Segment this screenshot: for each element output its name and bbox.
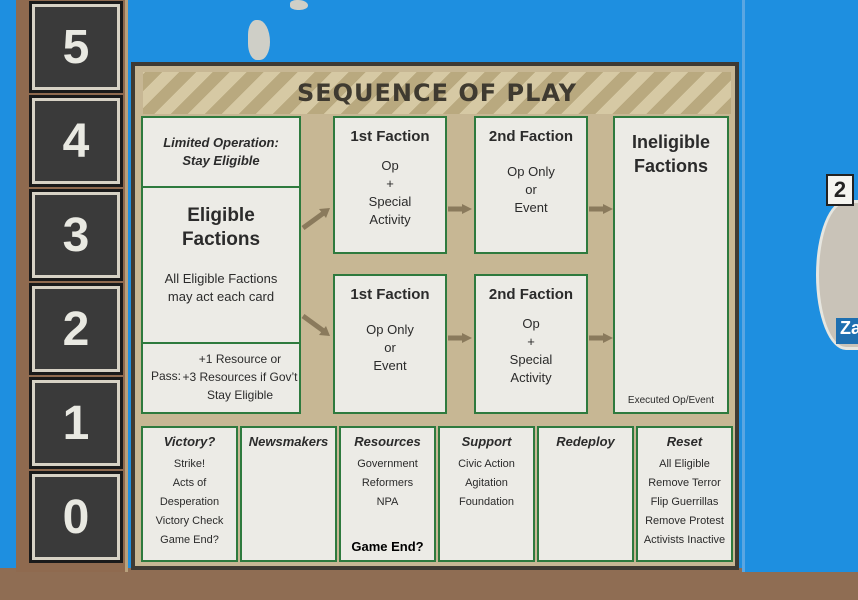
track-box-4[interactable]: 4 [29, 95, 123, 187]
second-faction-box-a[interactable]: 2nd Faction Op Only or Event [474, 116, 588, 254]
phase-reset-title: Reset [666, 434, 703, 449]
arrow-right-icon [589, 330, 613, 343]
first-faction-box-b[interactable]: 1st Faction Op Only or Event [333, 274, 447, 414]
track-number: 1 [62, 396, 90, 450]
track-box-0[interactable]: 0 [29, 471, 123, 563]
phase-item: Game End? [160, 534, 219, 546]
track-number: 2 [62, 302, 90, 356]
phase-item: Remove Terror [648, 477, 721, 489]
track-number: 4 [62, 114, 90, 168]
track-box-2[interactable]: 2 [29, 283, 123, 375]
phase-item: Activists Inactive [643, 534, 726, 546]
second-faction-a-line: or [525, 182, 537, 197]
phase-item: Civic Action [458, 458, 515, 470]
phase-support[interactable]: Support Civic Action Agitation Foundatio… [438, 426, 535, 562]
eligible-title-1: Eligible [187, 205, 255, 226]
map-bottom-edge [0, 568, 858, 600]
phase-resources[interactable]: Resources Government Reformers NPA Game … [339, 426, 436, 562]
phase-item: All Eligible [659, 458, 710, 470]
phase-item: Acts of Desperation [159, 477, 220, 508]
phase-redeploy-title: Redeploy [556, 434, 615, 449]
eligible-note-2: may act each card [167, 289, 275, 304]
phase-item: NPA [376, 496, 399, 508]
pass-line-1: +1 Resource or [198, 352, 282, 366]
stay-eligible-label: Stay Eligible [182, 153, 260, 168]
arrow-right-up-icon [301, 208, 331, 231]
second-faction-b-line: + [527, 334, 535, 349]
sop-header: SEQUENCE OF PLAY [143, 72, 731, 114]
phase-item: Remove Protest [645, 515, 724, 527]
second-faction-box-b[interactable]: 2nd Faction Op + Special Activity [474, 274, 588, 414]
second-faction-b-line: Activity [510, 370, 552, 385]
phase-item: Flip Guerrillas [650, 496, 719, 508]
island [248, 20, 270, 60]
second-faction-a-line: Op Only [507, 164, 555, 179]
first-faction-a-line: + [386, 176, 394, 191]
phase-row: Victory? Strike! Acts of Desperation Vic… [141, 426, 733, 562]
eligible-title-2: Factions [181, 229, 261, 250]
first-faction-a-line: Op [381, 158, 399, 173]
pass-line-3: Stay Eligible [206, 388, 274, 402]
arrow-right-icon [589, 201, 613, 214]
first-faction-b-line: Op Only [366, 322, 414, 337]
track-number: 3 [62, 208, 90, 262]
map-space-number: 2 [826, 174, 854, 206]
phase-victory[interactable]: Victory? Strike! Acts of Desperation Vic… [141, 426, 238, 562]
first-faction-b-line: Event [373, 358, 407, 373]
pass-box[interactable]: Pass: +1 Resource or +3 Resources if Gov… [141, 342, 301, 414]
arrow-right-icon [448, 330, 472, 343]
sop-title: SEQUENCE OF PLAY [296, 79, 578, 107]
limited-operation-label: Limited Operation: [163, 135, 279, 150]
sequence-of-play-board: SEQUENCE OF PLAY Limited Operation: Stay… [131, 62, 739, 570]
phase-item: Reformers [361, 477, 414, 489]
eligible-factions-box[interactable]: Eligible Factions All Eligible Factions … [141, 186, 301, 344]
phase-item: Foundation [458, 496, 515, 508]
pass-label: Pass: [151, 369, 182, 383]
arrow-right-down-icon [301, 313, 331, 336]
map-space-number-text: 2 [833, 177, 847, 202]
island [290, 0, 308, 10]
arrow-right-icon [448, 201, 472, 214]
city-label: Za [836, 318, 858, 344]
first-faction-b-line: or [384, 340, 396, 355]
first-faction-a-title: 1st Faction [350, 128, 430, 145]
ineligible-factions-box[interactable]: Ineligible Factions Executed Op/Event [613, 116, 729, 414]
phase-resources-foot: Game End? [351, 539, 424, 554]
track-number: 5 [62, 20, 90, 74]
track-box-1[interactable]: 1 [29, 377, 123, 469]
first-faction-box-a[interactable]: 1st Faction Op + Special Activity [333, 116, 447, 254]
phase-support-title: Support [461, 434, 512, 449]
second-faction-a-title: 2nd Faction [488, 128, 574, 145]
track-box-5[interactable]: 5 [29, 1, 123, 93]
first-faction-a-line: Special [368, 194, 412, 209]
second-faction-b-line: Special [509, 352, 553, 367]
phase-victory-title: Victory? [163, 434, 216, 449]
second-faction-b-title: 2nd Faction [488, 286, 574, 303]
pass-line-2: +3 Resources if Gov’t [182, 370, 298, 384]
limited-operation-box[interactable]: Limited Operation: Stay Eligible [141, 116, 301, 188]
eligible-note-1: All Eligible Factions [164, 271, 278, 286]
ineligible-title-2: Factions [633, 156, 708, 176]
phase-item: Government [357, 458, 418, 470]
phase-reset[interactable]: Reset All Eligible Remove Terror Flip Gu… [636, 426, 733, 562]
track-number: 0 [62, 490, 90, 544]
phase-item: Agitation [465, 477, 508, 489]
phase-item: Strike! [173, 458, 206, 470]
second-faction-a-line: Event [514, 200, 548, 215]
second-faction-b-line: Op [522, 316, 540, 331]
track-box-3[interactable]: 3 [29, 189, 123, 281]
phase-newsmakers[interactable]: Newsmakers [240, 426, 337, 562]
phase-resources-title: Resources [354, 434, 421, 449]
phase-redeploy[interactable]: Redeploy [537, 426, 634, 562]
phase-item: Victory Check [155, 515, 224, 527]
ineligible-title-1: Ineligible [631, 132, 710, 152]
executed-op-event-label: Executed Op/Event [627, 395, 715, 406]
first-faction-b-title: 1st Faction [350, 286, 430, 303]
phase-newsmakers-title: Newsmakers [248, 434, 329, 449]
first-faction-a-line: Activity [369, 212, 411, 227]
